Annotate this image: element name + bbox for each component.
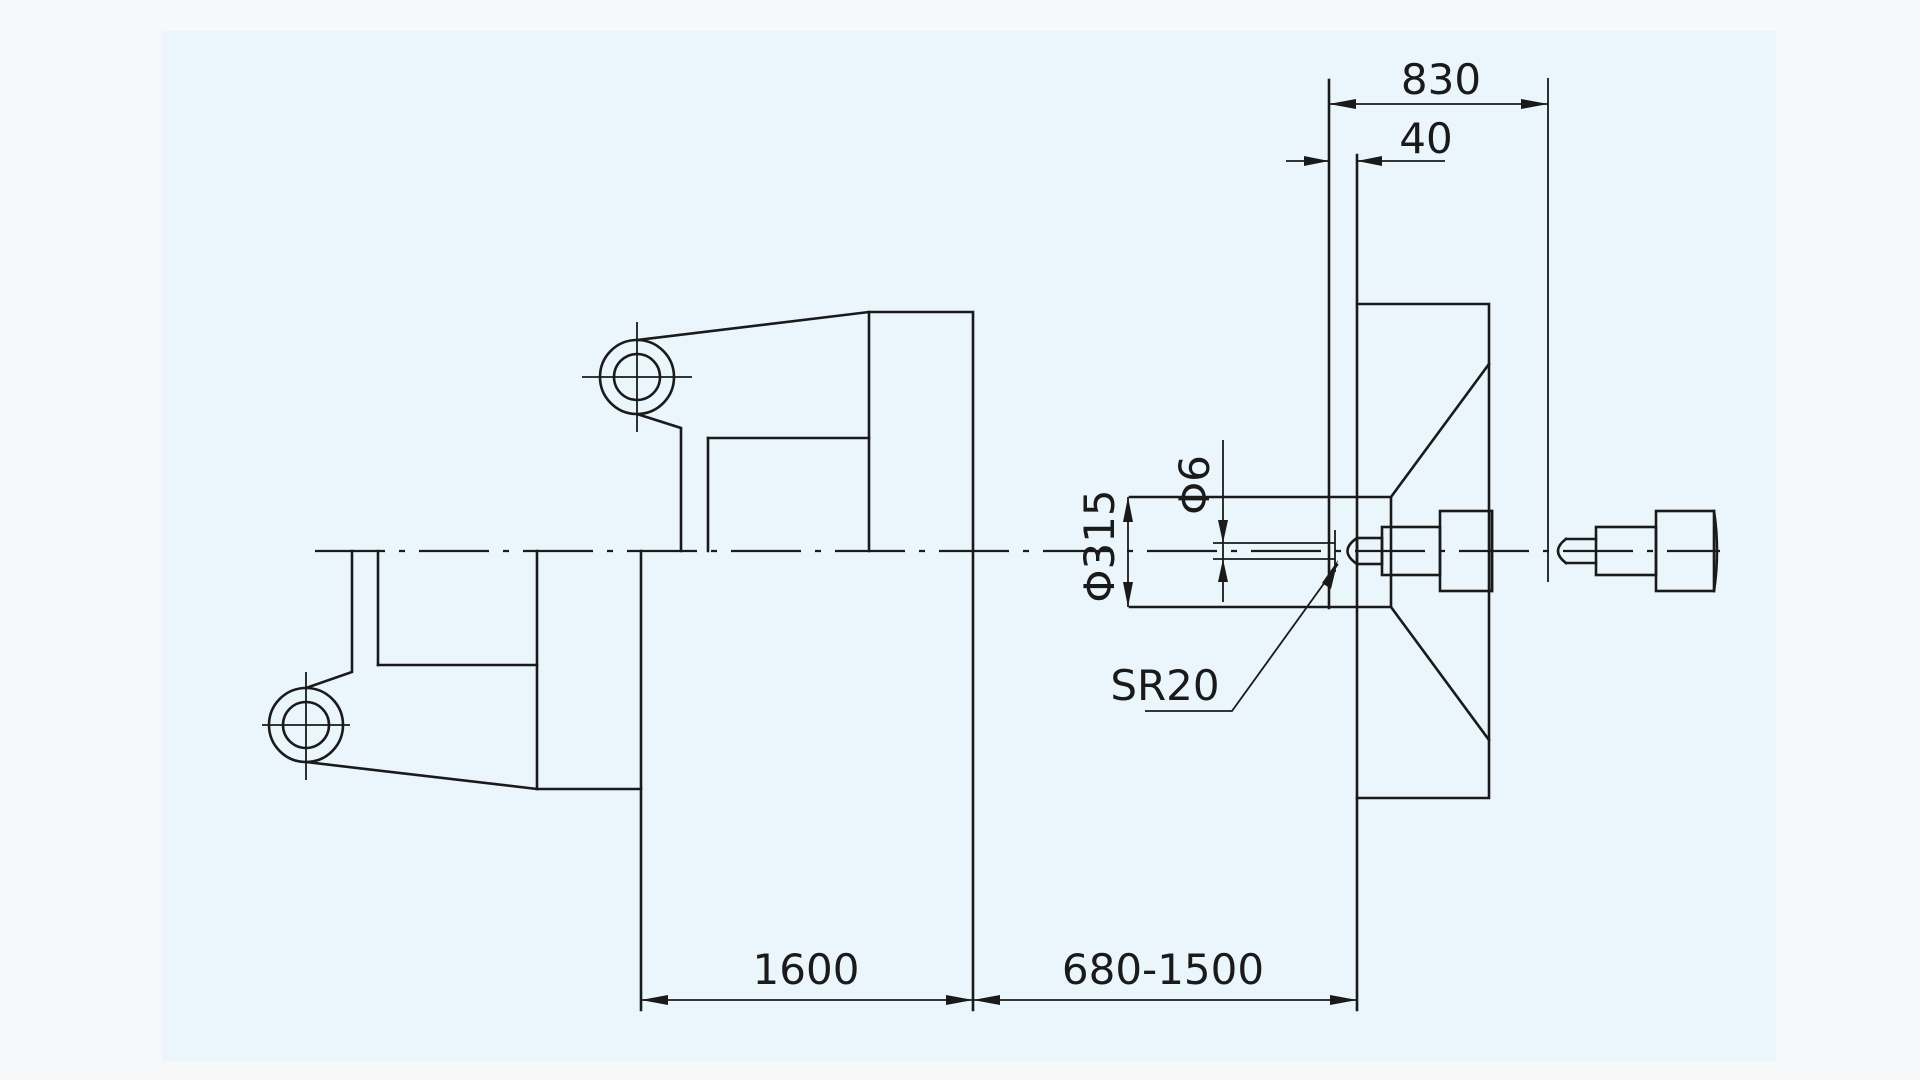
dim-label-40: 40 <box>1399 114 1452 163</box>
dim-label-1600: 1600 <box>753 945 860 994</box>
moving-platen <box>639 549 975 1012</box>
lower-toggle-link <box>262 549 643 791</box>
dim-label-830: 830 <box>1401 55 1481 104</box>
dimension-1600: 1600 <box>641 945 973 1005</box>
drawing-area <box>162 31 1776 1061</box>
injection-unit <box>1556 509 1719 593</box>
dimension-830: 830 <box>1329 55 1549 582</box>
dim-label-680-1500: 680-1500 <box>1062 945 1264 994</box>
dim-label-phi315: Φ315 <box>1075 489 1124 602</box>
dimension-phi315: Φ315 <box>1075 489 1133 607</box>
fixed-platen <box>1128 78 1491 1012</box>
dimension-phi6: Φ6 <box>1170 440 1335 602</box>
injection-nozzle <box>1334 509 1494 593</box>
dimension-40: 40 <box>1286 114 1453 190</box>
dim-label-phi6: Φ6 <box>1170 455 1219 515</box>
upper-toggle-link <box>582 310 975 553</box>
dimension-sr20: SR20 <box>1110 560 1339 712</box>
dim-label-sr20: SR20 <box>1110 661 1219 710</box>
dimension-680-1500: 680-1500 <box>973 945 1357 1005</box>
